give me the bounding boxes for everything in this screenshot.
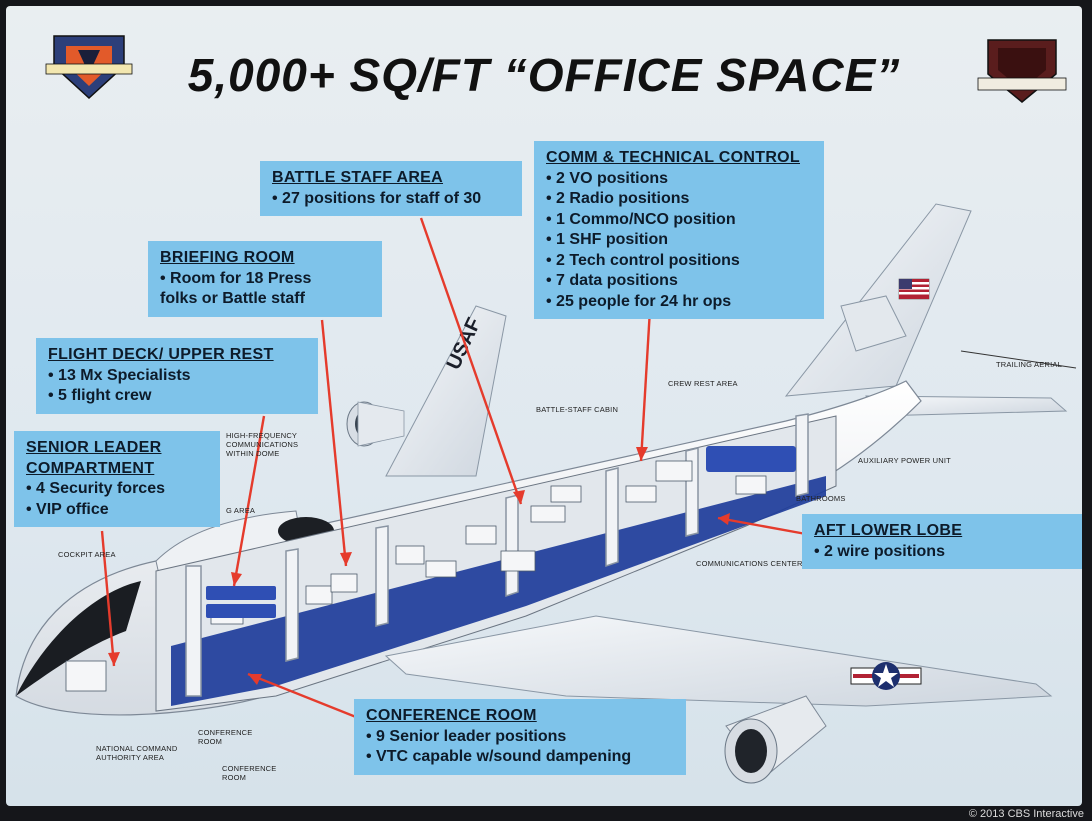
arrow-aft-lower: [717, 513, 807, 536]
callout-line: • 4 Security forces: [26, 480, 165, 497]
callout-line: • 27 positions for staff of 30: [272, 189, 482, 207]
slide-title: 5,000+ SQ/FT “OFFICE SPACE”: [187, 49, 901, 101]
arrow-flight-deck: [231, 415, 266, 587]
callout-line: • 2 Tech control positions: [546, 251, 740, 269]
callout-briefing-room: BRIEFING ROOM • Room for 18 Press folks …: [148, 241, 382, 317]
callout-line: • 25 people for 24 hr ops: [546, 292, 732, 310]
label-trailing-aerial: TRAILING AERIAL: [996, 360, 1062, 369]
arrow-battle-staff: [419, 217, 525, 505]
label-crew-rest-area: CREW REST AREA: [668, 379, 738, 388]
callout-heading: COMM & TECHNICAL CONTROL: [546, 149, 800, 166]
aircraft-cutaway-diagram: USAF: [15, 35, 1077, 784]
callout-heading: SENIOR LEADER: [26, 439, 162, 456]
label-battle-staff-cabin: BATTLE-STAFF CABIN: [536, 405, 619, 414]
callout-line: • 9 Senior leader positions: [366, 727, 567, 745]
callout-line: • 7 data positions: [546, 272, 678, 289]
callout-line: • VTC capable w/sound dampening: [366, 748, 632, 765]
callout-line: • 1 Commo/NCO position: [546, 210, 736, 228]
label-area-fragment: G AREA: [226, 506, 256, 515]
callout-heading: CONFERENCE ROOM: [366, 707, 537, 724]
slide: USAF: [6, 6, 1082, 806]
callout-line: • 1 SHF position: [546, 231, 669, 248]
label-conference-room-1: CONFERENCE ROOM: [198, 728, 253, 746]
label-conference-room-2: CONFERENCE ROOM: [222, 764, 277, 782]
callout-heading-line-2: COMPARTMENT: [26, 459, 155, 477]
callout-line: • 2 VO positions: [546, 169, 669, 187]
arrow-comm-tech: [636, 308, 652, 462]
arrow-briefing: [320, 319, 352, 567]
callout-conference-room: CONFERENCE ROOM • 9 Senior leader positi…: [354, 699, 686, 775]
callout-line: • VIP office: [26, 500, 109, 518]
callout-heading: BATTLE STAFF AREA: [272, 169, 444, 186]
label-bathrooms: BATHROOMS: [796, 494, 846, 503]
callout-heading: BRIEFING ROOM: [160, 249, 295, 266]
callout-battle-staff-area: BATTLE STAFF AREA • 27 positions for sta…: [260, 161, 522, 216]
arrow-senior-leader: [100, 530, 120, 667]
wing-logo-right: [977, 39, 1067, 103]
arrow-conference: [247, 672, 367, 723]
callout-heading: AFT LOWER LOBE: [814, 522, 963, 539]
callout-heading: FLIGHT DECK/ UPPER REST: [48, 346, 274, 363]
callout-flight-deck-upper-rest: FLIGHT DECK/ UPPER REST • 13 Mx Speciali…: [36, 338, 318, 414]
near-wing: [384, 615, 1053, 784]
label-communications-center: COMMUNICATIONS CENTER: [696, 559, 803, 568]
far-wing: [346, 305, 507, 477]
label-auxiliary-power-unit: AUXILIARY POWER UNIT: [858, 456, 951, 465]
callout-comm-technical-control: COMM & TECHNICAL CONTROL • 2 VO position…: [534, 141, 824, 319]
callout-line: • 5 flight crew: [48, 387, 152, 404]
callout-senior-leader-compartment: SENIOR LEADER COMPARTMENT • 4 Security f…: [14, 431, 220, 527]
callout-aft-lower-lobe: AFT LOWER LOBE • 2 wire positions: [802, 514, 1082, 569]
cabin-cutaway: [65, 413, 837, 712]
callout-line: • Room for 18 Press: [160, 269, 312, 287]
usaf-roundel-icon: [850, 662, 922, 690]
callout-arrows: [100, 217, 807, 723]
tail-fin: [784, 203, 1077, 417]
squadron-logo-left: [45, 35, 133, 100]
label-hf-comms: HIGH-FREQUENCY COMMUNICATIONS WITHIN DOM…: [226, 431, 299, 458]
callout-line: folks or Battle staff: [160, 290, 305, 307]
callout-line: • 2 wire positions: [814, 542, 945, 560]
copyright-credit: © 2013 CBS Interactive: [968, 808, 1084, 820]
label-cockpit-area: COCKPIT AREA: [58, 550, 116, 559]
label-national-command-authority: NATIONAL COMMAND AUTHORITY AREA: [96, 744, 178, 762]
callout-line: • 13 Mx Specialists: [48, 366, 191, 384]
callout-line: • 2 Radio positions: [546, 190, 690, 207]
us-flag-icon: [899, 279, 929, 299]
